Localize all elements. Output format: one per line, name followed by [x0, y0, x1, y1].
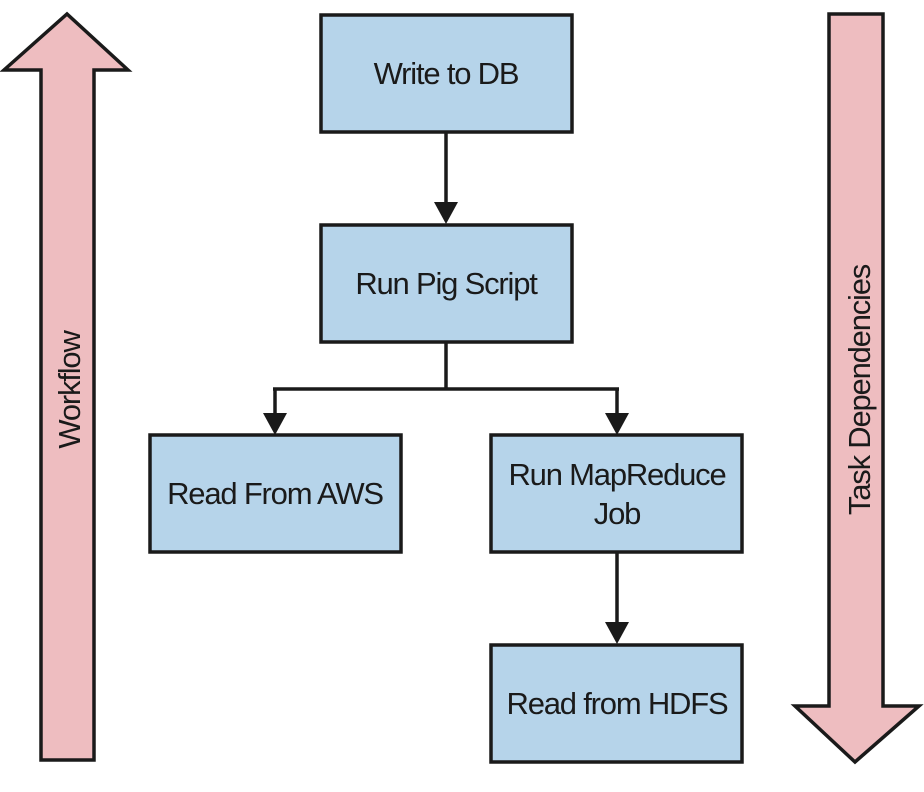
- node-write-to-db-box: [319, 13, 574, 134]
- node-run-mapreduce-job: Run MapReduce Job: [489, 433, 744, 554]
- workflow-arrow-shape: [0, 11, 133, 762]
- edge-branch-to-mapreduce-arrowhead: [605, 413, 629, 435]
- task-dependencies-arrow: Task Dependencies: [790, 12, 924, 765]
- edge-branch-to-read-aws-arrowhead: [263, 413, 287, 435]
- node-run-mapreduce-job-box: [489, 433, 744, 554]
- node-write-to-db: Write to DB: [319, 13, 574, 134]
- node-run-pig-script-box: [319, 223, 574, 344]
- node-read-from-hdfs: Read from HDFS: [489, 643, 744, 764]
- task-dependencies-arrow-shape: [790, 12, 924, 765]
- node-read-from-hdfs-label: Read from HDFS: [507, 686, 728, 721]
- edge-mapreduce-to-read-hdfs-arrowhead: [605, 622, 629, 644]
- task-dependencies-label: Task Dependencies: [842, 264, 877, 515]
- node-read-from-hdfs-box: [489, 643, 744, 764]
- node-read-from-aws-label: Read From AWS: [167, 476, 383, 511]
- node-write-to-db-label: Write to DB: [374, 56, 519, 91]
- node-run-mapreduce-job-label-line2: Job: [594, 496, 640, 531]
- workflow-label: Workflow: [52, 330, 87, 449]
- node-read-from-aws: Read From AWS: [148, 433, 403, 554]
- node-run-pig-script-label: Run Pig Script: [355, 266, 538, 301]
- node-read-from-aws-box: [148, 433, 403, 554]
- node-run-mapreduce-job-label-line1: Run MapReduce: [508, 457, 725, 492]
- edge-write-db-to-pig-script-arrowhead: [434, 202, 458, 224]
- node-run-pig-script: Run Pig Script: [319, 223, 574, 344]
- connectors: [263, 132, 629, 644]
- workflow-arrow: Workflow: [0, 11, 133, 762]
